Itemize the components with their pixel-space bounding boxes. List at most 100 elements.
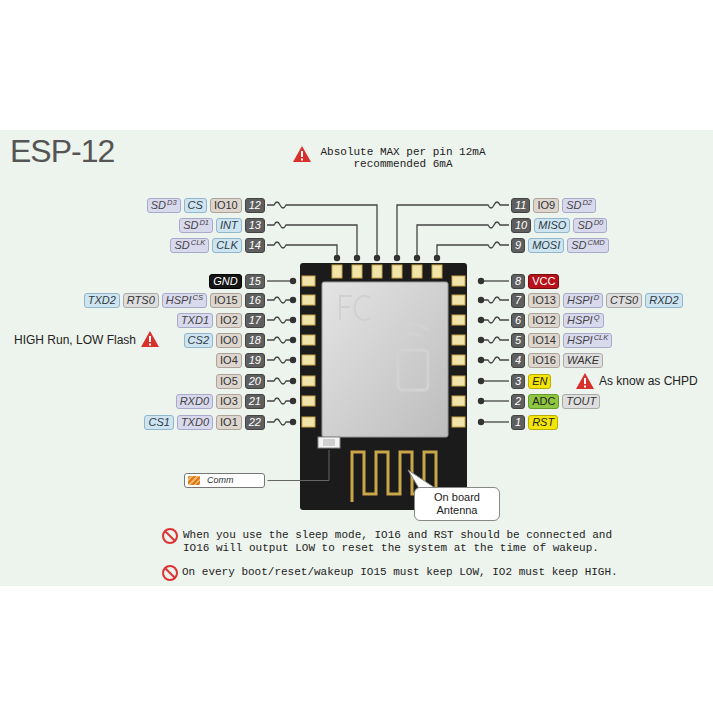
label-text: IO9	[537, 199, 555, 212]
pin-number: 8	[511, 274, 525, 289]
pin-wire	[481, 297, 509, 303]
pin-number: 16	[245, 293, 265, 308]
pad	[302, 315, 315, 325]
pin-label: TXD1	[177, 313, 213, 328]
prohibit-icon	[163, 529, 177, 543]
callout-box: On board Antenna	[414, 487, 500, 521]
pin-number: 12	[245, 198, 265, 213]
pin-number: 2	[511, 394, 525, 409]
pin-dot	[334, 255, 340, 261]
pin-label: IO1	[216, 415, 242, 430]
pin-label: EN	[528, 374, 551, 389]
pin-label: MISO	[534, 218, 570, 233]
pin-number: 21	[245, 394, 265, 409]
pin-number: 1	[511, 415, 525, 430]
pad	[302, 295, 315, 305]
label-text: IO1	[220, 416, 238, 429]
pin-dot	[290, 378, 296, 384]
pin-label: WAKE	[563, 353, 603, 368]
pin-label: RST	[528, 415, 558, 430]
pad	[302, 376, 315, 386]
label-text: IO15	[214, 294, 238, 307]
label-text: VCC	[532, 275, 555, 288]
pin-number: 9	[511, 238, 525, 253]
pin-label: TXD0	[177, 415, 213, 430]
pin-dot	[414, 255, 420, 261]
label-text: TXD1	[181, 314, 209, 327]
pin-dot	[290, 297, 296, 303]
pin-label: IO13	[528, 293, 560, 308]
pin-label: Comm	[184, 473, 265, 488]
label-text: HSPI	[567, 294, 593, 307]
pad	[302, 335, 315, 345]
label-text: On board Antenna	[419, 491, 495, 517]
pin-label: IO2	[216, 313, 242, 328]
pin-dot	[478, 419, 484, 425]
label-text: HSPI	[567, 334, 593, 347]
label-text: HSPI	[166, 294, 192, 307]
pin-wire	[267, 242, 337, 258]
pin-wire	[267, 357, 293, 363]
pin-label: IO12	[528, 313, 560, 328]
pin-label: CLK	[212, 238, 241, 253]
pin-label: IO3	[216, 394, 242, 409]
wifi-mark	[398, 324, 428, 390]
pin-dot	[478, 278, 484, 284]
label-text: SD	[577, 219, 592, 232]
label-text: TXD2	[88, 294, 116, 307]
pin-wire	[481, 317, 509, 323]
label-text: 11	[515, 199, 526, 212]
label-text: 17	[249, 314, 261, 327]
label-text: 4	[515, 354, 521, 367]
label-text: IO5	[220, 375, 238, 388]
pin-label: INT	[216, 218, 242, 233]
label-text: IO12	[532, 314, 556, 327]
label-text: IO16	[532, 354, 556, 367]
pin-wire	[267, 317, 293, 323]
pin-wire	[481, 357, 509, 363]
pad	[332, 265, 342, 278]
pin-number: 3	[511, 374, 525, 389]
pin-label: CS1	[144, 415, 173, 430]
note-text: When you use the sleep mode, IO16 and RS…	[183, 529, 631, 555]
label-text: 16	[249, 294, 261, 307]
pin-label: SDCMD	[567, 238, 608, 253]
pin-label: IO0	[216, 333, 242, 348]
pin-label: ADC	[528, 394, 559, 409]
superscript: CMD	[588, 239, 605, 247]
label-text: 14	[249, 239, 261, 252]
pin-label: IO9	[533, 198, 559, 213]
prohibit-icon	[163, 566, 177, 580]
pin-dot	[478, 317, 484, 323]
label-text: SD	[571, 239, 586, 252]
pin-dot	[478, 297, 484, 303]
pin-label: IO4	[216, 353, 242, 368]
label-text: 10	[515, 219, 527, 232]
pad	[452, 355, 465, 365]
label-text: 2	[515, 395, 521, 408]
superscript: CS	[192, 294, 202, 302]
pin-label: IO15	[210, 293, 242, 308]
pin-number: 10	[511, 218, 531, 233]
label-text: RXD0	[180, 395, 209, 408]
label-text: 6	[515, 314, 521, 327]
leader-line	[268, 450, 330, 481]
label-text: 18	[249, 334, 261, 347]
label-text: GND	[213, 275, 237, 288]
label-text: IO2	[220, 314, 238, 327]
superscript: D0	[594, 219, 604, 227]
pin-number: 17	[245, 313, 265, 328]
pin-label: SDD3	[147, 198, 181, 213]
pin-wire	[481, 337, 509, 343]
label-text: TOUT	[566, 395, 596, 408]
label-text: Comm	[207, 474, 234, 487]
label-text: 12	[249, 199, 261, 212]
pin-label: HSPIQ	[563, 313, 604, 328]
pin-number: 7	[511, 293, 525, 308]
superscript: Q	[594, 314, 600, 322]
label-text: 9	[515, 239, 521, 252]
label-text: SD	[151, 199, 166, 212]
pin-wire	[267, 419, 293, 425]
label-text: 20	[249, 375, 261, 388]
